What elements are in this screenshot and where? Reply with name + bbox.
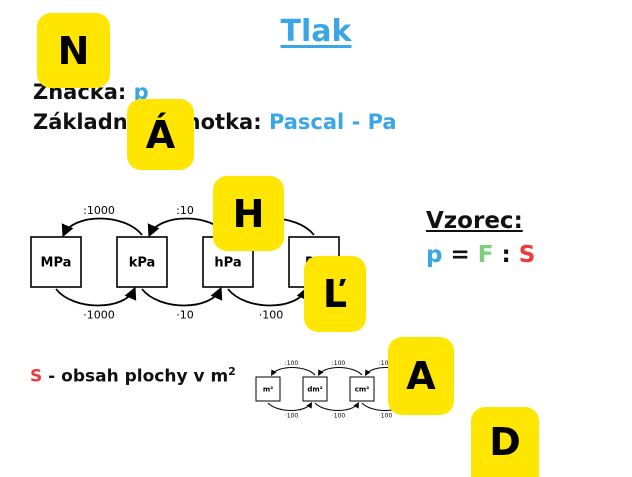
- area-unit-arrow-mul: [267, 401, 313, 411]
- area-unit-div-label: :100: [332, 360, 346, 367]
- formula-s: S: [518, 242, 536, 268]
- pressure-unit-mul-label: ·100: [259, 309, 284, 322]
- area-unit-box: [349, 376, 375, 402]
- pressure-unit-arrow-div: [61, 217, 143, 238]
- pressure-unit-box: [30, 236, 82, 288]
- area-unit-box: [302, 376, 328, 402]
- pressure-unit-arrow-mul: [141, 286, 223, 307]
- area-unit-label: m²: [263, 385, 273, 393]
- pressure-unit-label: kPa: [129, 256, 156, 271]
- pressure-unit-mul-label: ·1000: [83, 309, 115, 322]
- pressure-unit-div-label: :1000: [83, 204, 115, 217]
- area-unit-box: [255, 376, 281, 402]
- area-unit-label: dm²: [307, 385, 322, 393]
- formula-f: F: [477, 242, 494, 268]
- conversion-diagrams: MPakPahPaPa:1000·1000:10·10:100·100 m²dm…: [30, 204, 422, 420]
- area-note: S - obsah plochy v m2: [30, 365, 236, 387]
- pressure-unit-mul-label: ·10: [176, 309, 194, 322]
- area-unit-mul-label: ·100: [379, 413, 393, 420]
- letter-tile-5: A: [388, 337, 454, 415]
- formula-title: Vzorec:: [426, 208, 523, 234]
- pressure-unit-label: hPa: [214, 256, 241, 271]
- area-unit-mul-label: ·100: [285, 413, 299, 420]
- area-unit-mul-label: ·100: [332, 413, 346, 420]
- area-unit-div-label: :100: [285, 360, 299, 367]
- pressure-unit-chain: MPakPahPaPa:1000·1000:10·10:100·100: [30, 204, 340, 322]
- area-unit-arrow-mul: [314, 401, 360, 411]
- area-unit-arrow-div: [317, 367, 363, 377]
- pressure-unit-label: MPa: [41, 256, 72, 271]
- formula-colon: :: [493, 242, 519, 268]
- letter-tile-3: H: [213, 176, 284, 251]
- area-unit-div-label: :100: [379, 360, 393, 367]
- area-note-sup: 2: [228, 365, 236, 378]
- letter-tile-1: N: [37, 13, 110, 88]
- letter-tile-6: D: [471, 407, 539, 477]
- area-unit-arrow-div: [270, 367, 316, 377]
- pressure-unit-box: [116, 236, 168, 288]
- pressure-unit-div-label: :10: [176, 204, 194, 217]
- page-title: Tlak: [280, 14, 352, 49]
- formula: p = F : S: [426, 242, 535, 268]
- area-unit-label: cm²: [355, 385, 370, 393]
- formula-p: p: [426, 242, 443, 268]
- area-note-text: - obsah plochy v m: [42, 366, 229, 387]
- pressure-unit-arrow-mul: [55, 286, 137, 307]
- unit-value: Pascal - Pa: [268, 110, 397, 134]
- pressure-unit-arrow-mul: [227, 286, 309, 307]
- letter-tile-2: Á: [127, 99, 194, 170]
- letter-tile-4: Ľ: [304, 256, 366, 332]
- symbol-value: p: [133, 80, 149, 104]
- formula-eq: =: [442, 242, 478, 268]
- area-note-s: S: [30, 366, 43, 387]
